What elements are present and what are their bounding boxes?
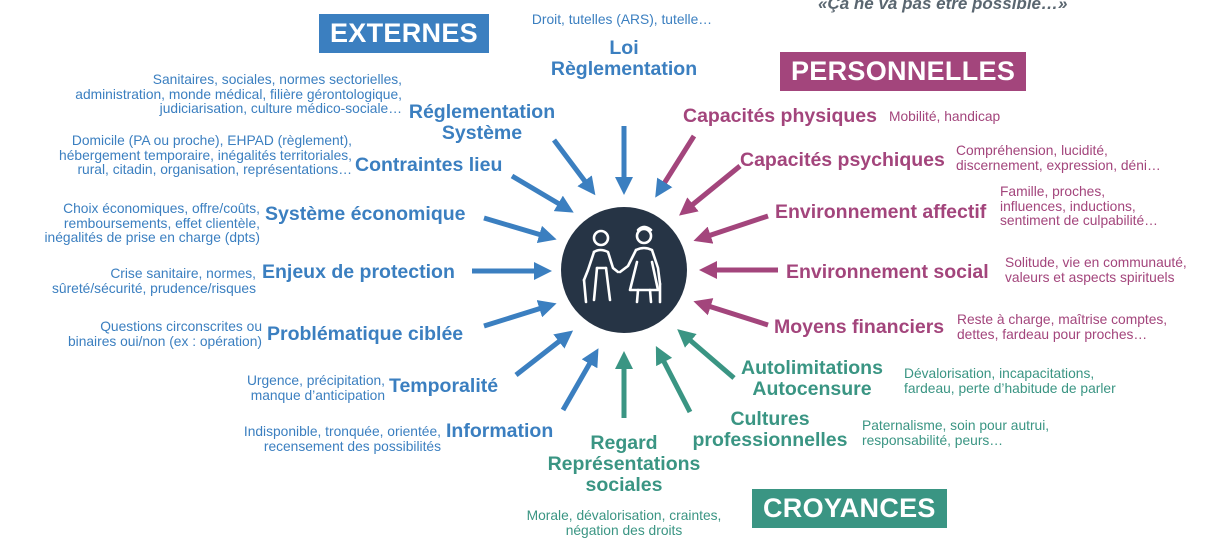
arrow-affectif bbox=[693, 213, 769, 244]
desc-problematique: Questions circonscrites ou binaires oui/… bbox=[67, 319, 262, 349]
elderly-couple-icon bbox=[582, 225, 662, 304]
label-temporalite: Temporalité bbox=[389, 375, 499, 397]
arrow-physiques bbox=[655, 134, 697, 198]
arrow-economique bbox=[483, 215, 557, 244]
desc-capacites-psychiques: Compréhension, lucidité, discernement, e… bbox=[956, 143, 1161, 173]
label-capacites-physiques: Capacités physiques bbox=[683, 105, 877, 127]
desc-loi: Droit, tutelles (ARS), tutelle… bbox=[531, 12, 713, 27]
label-capacites-psychiques: Capacités psychiques bbox=[740, 149, 945, 171]
badge-personnelles: PERSONNELLES bbox=[780, 52, 1027, 91]
label-information: Information bbox=[446, 420, 554, 442]
desc-reglementation: Sanitaires, sociales, normes sectorielle… bbox=[75, 72, 402, 116]
label-cultures: Cultures professionnelles bbox=[692, 408, 848, 451]
desc-temporalite: Urgence, précipitation, manque d’anticip… bbox=[246, 373, 385, 403]
label-environnement-affectif: Environnement affectif bbox=[775, 201, 987, 223]
desc-protection: Crise sanitaire, normes, sûreté/sécurité… bbox=[52, 266, 256, 296]
arrow-cultures bbox=[655, 346, 693, 414]
desc-capacites-physiques: Mobilité, handicap bbox=[889, 109, 1001, 124]
desc-information: Indisponible, tronquée, orientée, recens… bbox=[243, 424, 441, 454]
desc-cultures: Paternalisme, soin pour autrui, responsa… bbox=[862, 418, 1050, 448]
label-autolimitations: Autolimitations Autocensure bbox=[741, 357, 883, 400]
badge-externes: EXTERNES bbox=[319, 14, 489, 53]
arrow-autolimitations bbox=[677, 329, 736, 380]
label-regard: Regard Représentations sociales bbox=[547, 432, 701, 496]
arrow-problematique bbox=[483, 300, 557, 329]
desc-environnement-social: Solitude, vie en communauté, valeurs et … bbox=[1005, 255, 1187, 285]
arrow-information bbox=[560, 348, 599, 412]
arrow-financiers bbox=[693, 298, 769, 328]
desc-contraintes: Domicile (PA ou proche), EHPAD (règlemen… bbox=[59, 133, 352, 177]
desc-moyens-financiers: Reste à charge, maîtrise comptes, dettes… bbox=[957, 312, 1168, 342]
label-contraintes: Contraintes lieu bbox=[355, 154, 503, 176]
desc-environnement-affectif: Famille, proches, influences, inductions… bbox=[1000, 184, 1158, 228]
arrow-temporalite bbox=[514, 330, 574, 377]
label-reglementation: Réglementation Système bbox=[408, 101, 556, 144]
label-moyens-financiers: Moyens financiers bbox=[774, 316, 945, 338]
label-protection: Enjeux de protection bbox=[262, 261, 455, 283]
desc-economique: Choix économiques, offre/coûts, rembours… bbox=[44, 201, 260, 245]
desc-regard: Morale, dévalorisation, craintes, négati… bbox=[526, 508, 722, 538]
label-loi: Loi Règlementation bbox=[550, 37, 698, 80]
badge-croyances: CROYANCES bbox=[752, 489, 947, 528]
label-problematique: Problématique ciblée bbox=[267, 323, 464, 345]
label-environnement-social: Environnement social bbox=[786, 261, 989, 283]
arrow-psychiques bbox=[679, 164, 742, 216]
desc-autolimitations: Dévalorisation, incapacitations, fardeau… bbox=[904, 366, 1116, 396]
quote-text: «Ça ne va pas être possible…» bbox=[818, 0, 1068, 13]
arrow-contraintes bbox=[510, 173, 574, 213]
arrow-reglementation bbox=[552, 138, 596, 196]
label-economique: Système économique bbox=[265, 203, 466, 225]
